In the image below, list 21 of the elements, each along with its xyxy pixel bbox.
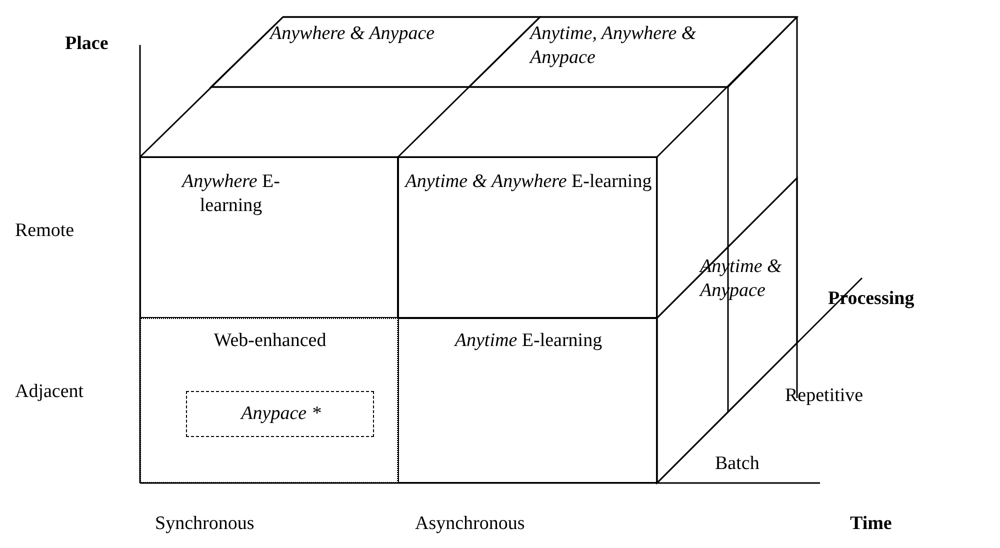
cube-front-face xyxy=(398,318,657,483)
face-label: Web-enhanced xyxy=(212,329,328,353)
axis-category-label: Repetitive xyxy=(785,385,864,407)
axis-category-label: Batch xyxy=(715,453,760,475)
axis-category-label: Synchronous xyxy=(155,513,254,535)
face-label: Anytime, Anywhere & Anypace xyxy=(530,22,698,70)
axis-category-label: Adjacent xyxy=(15,381,84,403)
cube-top-face xyxy=(469,17,797,87)
axis-category-label: Asynchronous xyxy=(415,513,525,535)
axis-title: Time xyxy=(850,513,892,535)
axis-category-label: Remote xyxy=(15,220,74,242)
cube-front-face xyxy=(140,318,398,483)
dashed-box xyxy=(186,391,374,437)
cube-front-face xyxy=(398,157,657,318)
face-label: Anytime & Anywhere E-learning xyxy=(403,170,653,194)
face-label: Anywhere E-learning xyxy=(180,170,281,218)
face-label: Anypace * xyxy=(239,402,322,426)
axis-title: Place xyxy=(65,33,108,55)
cube-front-face xyxy=(140,157,398,318)
face-label: Anytime E-learning xyxy=(452,329,604,353)
face-label: Anywhere & Anypace xyxy=(270,22,436,46)
